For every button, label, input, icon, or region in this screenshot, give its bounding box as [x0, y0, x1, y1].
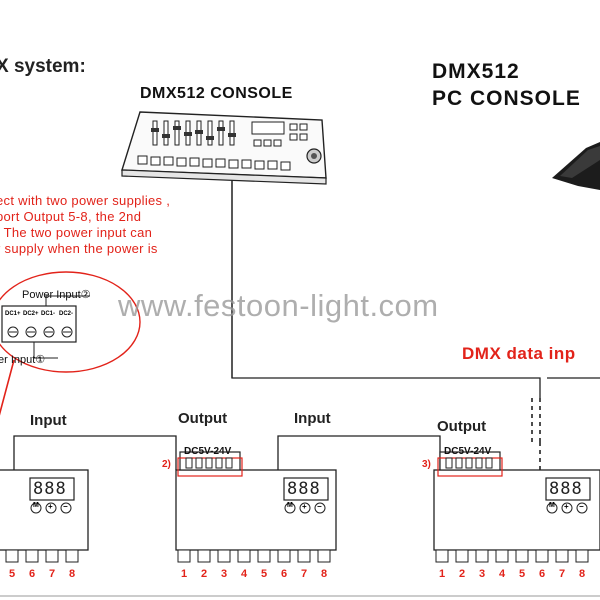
terminal-dc1-plus: DC1+ — [5, 311, 21, 317]
minus-button-right: − — [579, 502, 584, 511]
decoder-button-circles — [30, 502, 588, 514]
decoder-right — [433, 451, 600, 563]
cable-break-dashes — [531, 398, 541, 470]
pc-console-label: DMX512 PC CONSOLE — [432, 58, 581, 112]
dmx512-console-device — [121, 111, 327, 185]
note-line-4: r supply when the power is — [0, 241, 158, 256]
pin-number: 7 — [558, 568, 566, 580]
pin-number: 6 — [28, 568, 36, 580]
pin-number: 3 — [478, 568, 486, 580]
note-line-3: ; The two power input can — [0, 225, 153, 240]
plus-button-right: + — [564, 502, 569, 511]
terminal-dc2-plus: DC2+ — [23, 311, 39, 317]
pin-number: 5 — [518, 568, 526, 580]
terminal-dc2-minus: DC2- — [59, 311, 74, 317]
dc-voltage-label-b: DC5V-24V — [444, 446, 492, 457]
terminal-dc1-minus: DC1- — [41, 311, 56, 317]
pin-number: 3 — [220, 568, 228, 580]
watermark: www.festoon-light.com — [118, 288, 439, 323]
pin-number: 4 — [498, 568, 506, 580]
plus-button-left: + — [48, 502, 53, 511]
minus-button-middle: − — [317, 502, 322, 511]
plus-button-middle: + — [302, 502, 307, 511]
power-input-callout — [0, 271, 141, 416]
input-label-a: Input — [30, 412, 67, 429]
power-input-2-label: Power Input② — [22, 289, 91, 301]
segment-display-middle: 888 — [287, 479, 321, 499]
mode-button-right: M — [549, 502, 555, 509]
pin-number: 1 — [438, 568, 446, 580]
diagram-heading: X system: — [0, 56, 86, 77]
segment-display-right: 888 — [549, 479, 583, 499]
mode-button-left: M — [33, 502, 39, 509]
output-label-b: Output — [437, 418, 487, 435]
pc-console-line1: DMX512 — [432, 60, 520, 83]
dc-voltage-label-a: DC5V-24V — [184, 446, 232, 457]
pc-console-line2: PC CONSOLE — [432, 87, 581, 110]
pin-number: 5 — [8, 568, 16, 580]
pin-number: 2 — [200, 568, 208, 580]
minus-button-left: − — [63, 502, 68, 511]
pin-number: 7 — [48, 568, 56, 580]
decoder-middle — [175, 451, 337, 563]
power-input-1-label: er Input① — [0, 354, 46, 366]
pin-number: 4 — [240, 568, 248, 580]
pin-number: 8 — [320, 568, 328, 580]
terminal-number-b: 3) — [422, 459, 431, 470]
dmx-input-label: DMX data inp — [462, 344, 576, 363]
note-line-1: ect with two power supplies , — [0, 193, 171, 208]
decoder-left — [0, 469, 89, 563]
pin-number: 6 — [538, 568, 546, 580]
pin-number: 5 — [260, 568, 268, 580]
pin-number: 7 — [300, 568, 308, 580]
mode-button-middle: M — [287, 502, 293, 509]
pin-number: 8 — [68, 568, 76, 580]
terminal-number-a: 2) — [162, 459, 171, 470]
power-note: ect with two power supplies , port Outpu… — [0, 193, 170, 257]
console-label: DMX512 CONSOLE — [140, 85, 293, 102]
pc-console-device — [552, 142, 600, 190]
input-label-b: Input — [294, 410, 331, 427]
pin-number: 1 — [180, 568, 188, 580]
pin-number: 2 — [458, 568, 466, 580]
pin-number: 8 — [578, 568, 586, 580]
pin-number: 6 — [280, 568, 288, 580]
note-line-2: port Output 5-8, the 2nd — [0, 209, 142, 224]
output-label-a: Output — [178, 410, 228, 427]
dmx-cables — [13, 180, 600, 470]
segment-display-left: 888 — [33, 479, 67, 499]
